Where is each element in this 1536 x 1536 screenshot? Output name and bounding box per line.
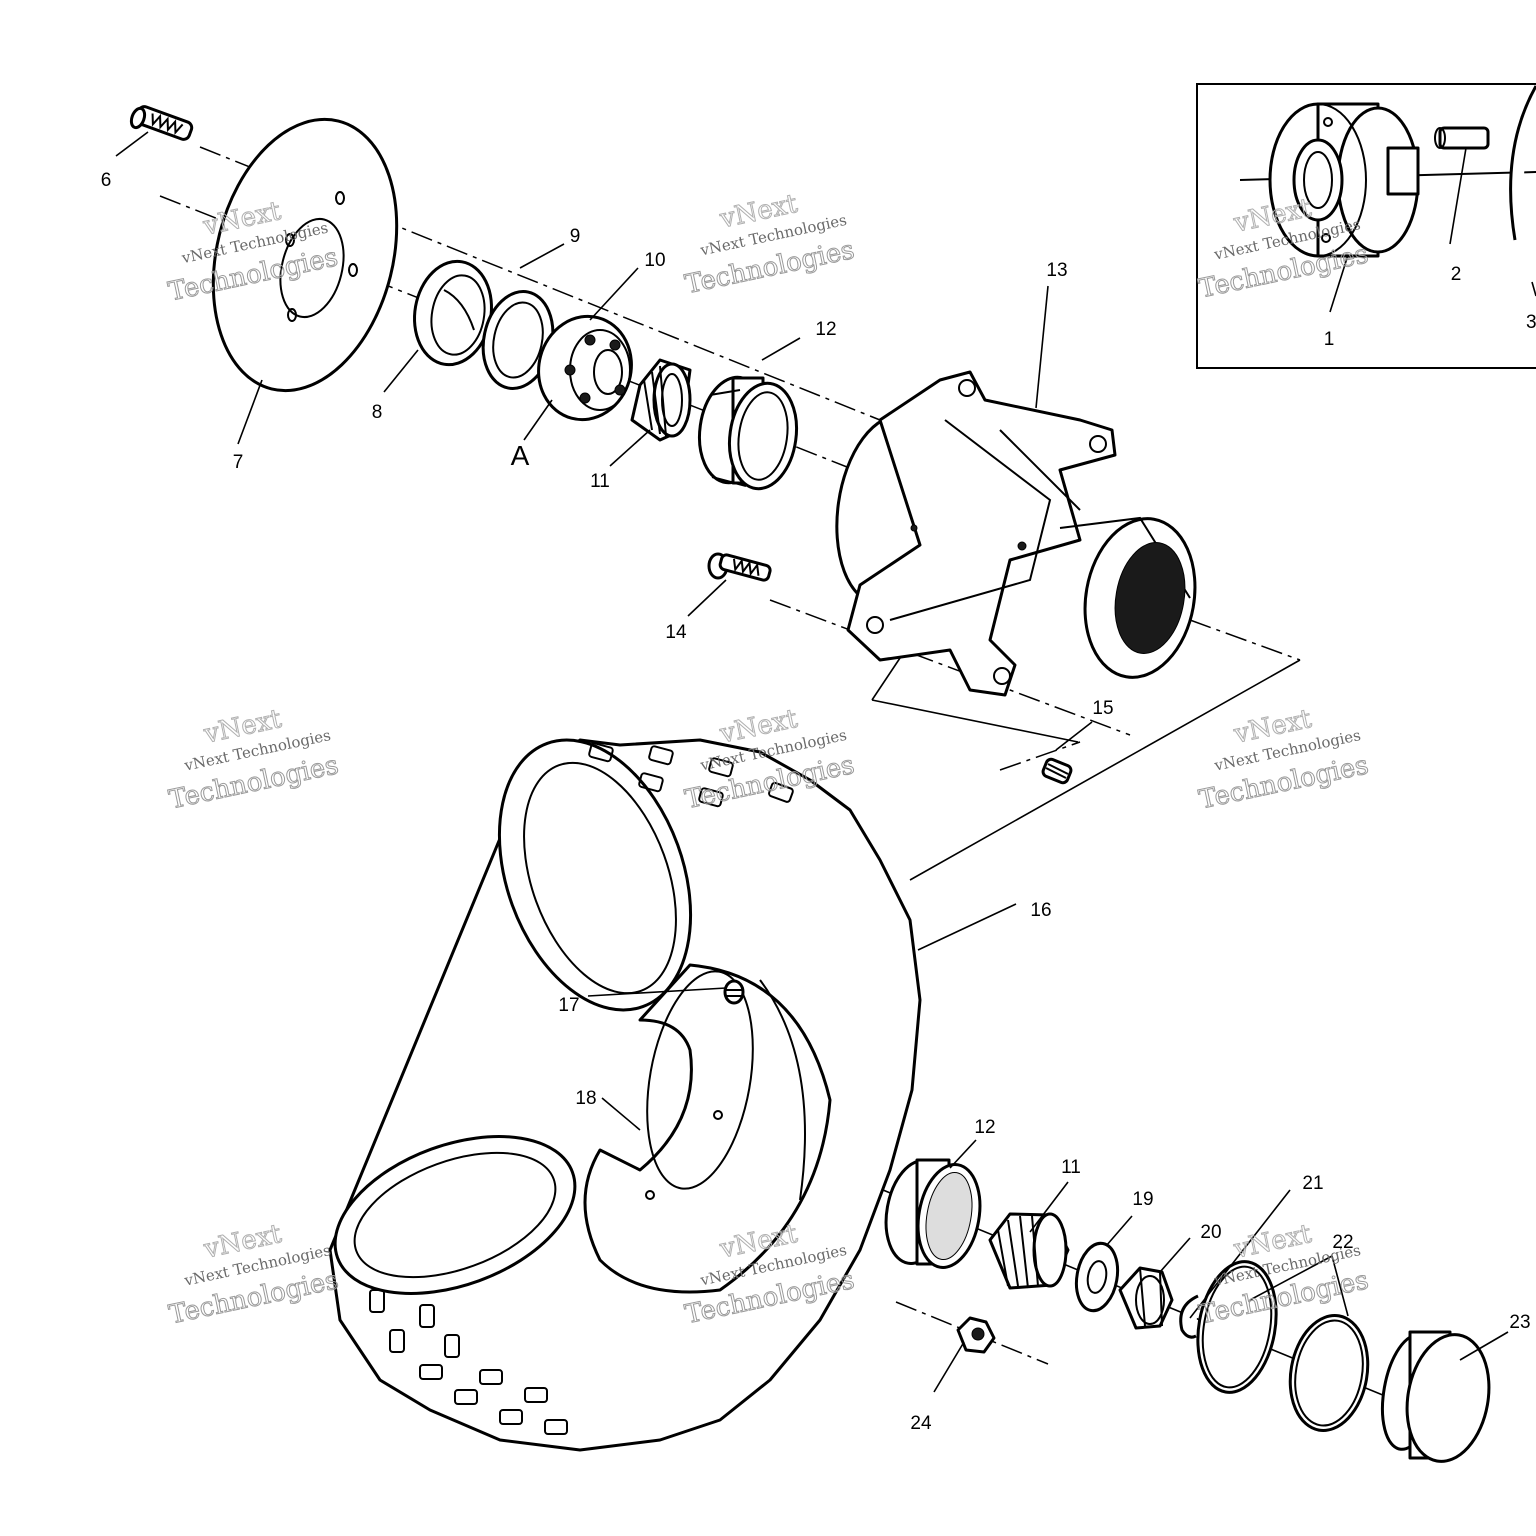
valve-stem-17 xyxy=(723,979,745,1005)
label-part-3: 3 xyxy=(1526,312,1536,333)
watermark-mid-right: vNext vNext Technologies Technologies xyxy=(1196,704,1372,816)
bearing-10 xyxy=(537,314,633,422)
axis-line-hub-right xyxy=(1189,619,1301,661)
label-part-11-upper: 11 xyxy=(590,471,610,492)
hub-13 xyxy=(835,370,1197,697)
tapered-bearing-11-upper xyxy=(630,358,692,442)
label-part-16: 16 xyxy=(1030,900,1051,921)
callout-labels: 6 7 8 9 10 A 11 12 13 14 15 16 17 18 12 … xyxy=(101,170,1531,1434)
retainer-ring-edge xyxy=(1509,85,1536,241)
bolt-6 xyxy=(129,105,194,141)
tire-16 xyxy=(328,738,922,1452)
label-part-11-lower: 11 xyxy=(1061,1157,1081,1178)
bearing-cup-12-lower xyxy=(884,1158,982,1269)
hub-clutch-assembly xyxy=(1268,102,1420,258)
lug-nut-24 xyxy=(956,1316,996,1354)
label-part-15: 15 xyxy=(1092,698,1113,719)
label-part-8: 8 xyxy=(372,402,383,423)
tapered-bearing-11-lower xyxy=(988,1212,1070,1290)
pin xyxy=(1434,126,1490,150)
hub-cap-23 xyxy=(1380,1330,1491,1463)
label-part-9: 9 xyxy=(570,226,581,247)
label-part-18: 18 xyxy=(575,1088,596,1109)
bearing-cup-12-upper xyxy=(697,375,799,491)
label-part-13: 13 xyxy=(1046,260,1067,281)
label-part-14: 14 xyxy=(665,622,687,643)
label-part-1: 1 xyxy=(1324,329,1335,350)
axis-line-hub-to-wheel xyxy=(909,659,1301,881)
washer-19 xyxy=(1074,1241,1120,1313)
label-part-19: 19 xyxy=(1132,1189,1153,1210)
label-part-12-upper: 12 xyxy=(815,319,836,340)
label-part-24: 24 xyxy=(910,1413,932,1434)
label-part-12-lower: 12 xyxy=(974,1117,995,1138)
seal-rings-22 xyxy=(1196,1260,1370,1432)
label-part-20: 20 xyxy=(1200,1222,1221,1243)
label-part-10: 10 xyxy=(644,250,665,271)
watermark-bottom-left: vNext vNext Technologies Technologies xyxy=(166,1219,342,1331)
label-part-23: 23 xyxy=(1509,1312,1530,1333)
valve-15 xyxy=(1041,757,1073,785)
watermark-mid-left: vNext vNext Technologies Technologies xyxy=(166,704,342,816)
brake-disc-7 xyxy=(211,117,399,393)
axis-line-lower-bolt xyxy=(769,599,1131,736)
cotter-pin-21 xyxy=(1179,1294,1199,1339)
bolt-14 xyxy=(707,552,772,582)
label-part-21: 21 xyxy=(1302,1173,1323,1194)
detail-label-a: A xyxy=(511,440,530,471)
rim-18 xyxy=(583,963,832,1294)
label-part-7: 7 xyxy=(233,452,244,473)
label-part-2: 2 xyxy=(1451,264,1462,285)
watermark-top-center: vNext vNext Technologies Technologies xyxy=(682,188,858,300)
castle-nut-20 xyxy=(1118,1266,1174,1330)
detail-inset: 1 2 3 xyxy=(1196,83,1536,369)
label-part-22: 22 xyxy=(1332,1232,1353,1253)
seal-8 xyxy=(413,259,493,367)
label-part-17: 17 xyxy=(558,995,579,1016)
leader-lines xyxy=(115,131,1509,1393)
label-part-6: 6 xyxy=(101,170,112,191)
